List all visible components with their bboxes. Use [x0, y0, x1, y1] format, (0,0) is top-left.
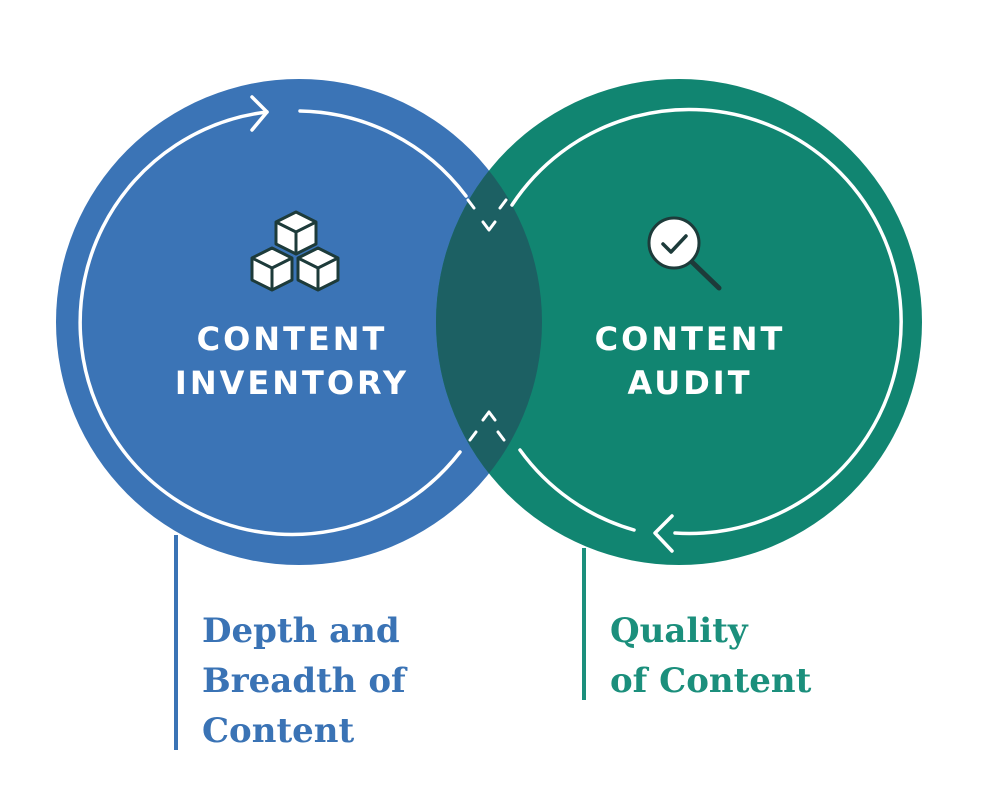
inventory-title-line-1: CONTENT — [197, 320, 388, 358]
audit-cycle-ring — [510, 107, 903, 536]
audit-title-line-2: AUDIT — [627, 364, 752, 402]
inventory-cycle-ring — [78, 110, 462, 537]
inventory-arrow-icon — [250, 95, 269, 132]
overlap-dash — [466, 198, 476, 210]
audit-caption-line-1: Quality — [610, 611, 749, 651]
overlap-chevron-up-icon — [481, 410, 497, 422]
overlap-dash — [468, 430, 478, 442]
overlap-dash — [496, 430, 506, 442]
inventory-caption-line-1: Depth and — [202, 611, 400, 651]
cubes-icon — [250, 210, 340, 292]
inventory-cycle-ring-top — [298, 109, 468, 198]
overlap-chevron-down-icon — [481, 220, 497, 232]
audit-caption-line-2: of Content — [610, 661, 812, 701]
audit-title-line-1: CONTENT — [595, 320, 786, 358]
audit-arrow-icon — [653, 514, 674, 553]
inventory-caption-line-3: Content — [202, 711, 355, 751]
overlap-dash — [498, 198, 508, 210]
content-audit-circle — [436, 79, 922, 565]
audit-cycle-ring-bottom — [518, 448, 636, 532]
magnifier-check-icon — [647, 216, 722, 291]
content-inventory-circle — [56, 79, 542, 565]
inventory-title-line-2: INVENTORY — [175, 364, 409, 402]
inventory-caption-line-2: Breadth of — [202, 661, 408, 701]
